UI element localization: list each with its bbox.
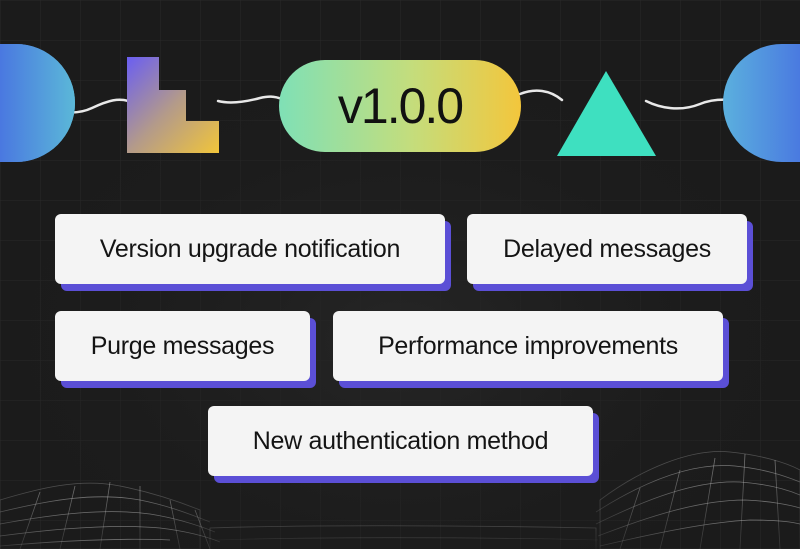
wavy-line bbox=[36, 89, 762, 114]
feature-label: Performance improvements bbox=[378, 331, 678, 360]
feature-tag: Performance improvements bbox=[333, 311, 723, 381]
feature-label: New authentication method bbox=[252, 426, 549, 455]
feature-tag: Purge messages bbox=[55, 311, 310, 381]
feature-tag: New authentication method bbox=[208, 406, 593, 476]
feature-tag: Version upgrade notification bbox=[55, 214, 445, 284]
version-label: v1.0.0 bbox=[337, 78, 464, 134]
l-block-shape bbox=[127, 57, 219, 153]
right-semicircle-shape bbox=[723, 44, 800, 162]
feature-tag: Delayed messages bbox=[467, 214, 747, 284]
version-pill: v1.0.0 bbox=[279, 60, 521, 152]
feature-label: Purge messages bbox=[90, 331, 275, 360]
feature-label: Version upgrade notification bbox=[99, 234, 401, 263]
feature-label: Delayed messages bbox=[503, 234, 711, 263]
triangle-shape bbox=[557, 71, 656, 156]
wireframe-terrain bbox=[0, 451, 800, 549]
